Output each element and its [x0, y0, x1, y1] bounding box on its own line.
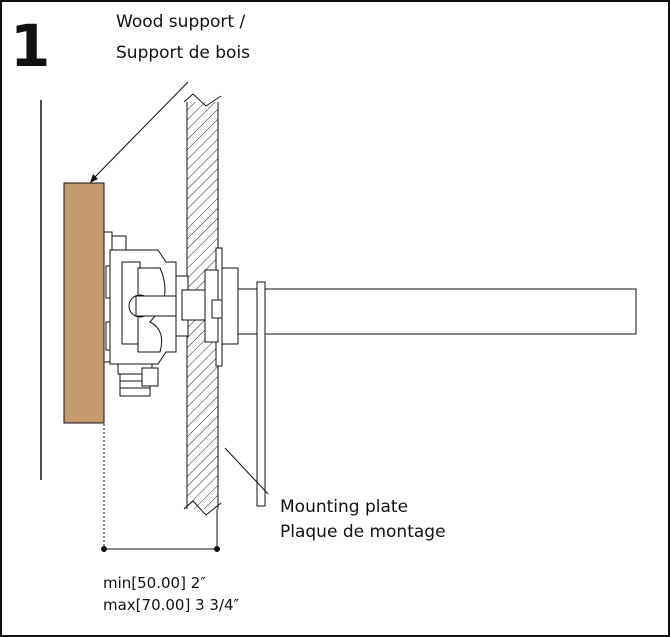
mounting-plate-leader [224, 447, 269, 495]
mounting-plate-label-en: Mounting plate [280, 497, 408, 517]
mounting-plate-label-fr: Plaque de montage [280, 522, 446, 542]
valve-body [103, 231, 213, 397]
dimension-min: min[50.00] 2″ [103, 574, 206, 592]
handle-lever [256, 281, 266, 507]
wood-support-label-en: Wood support / [116, 12, 245, 32]
step-number: 1 [10, 12, 50, 80]
wood-support-block [63, 182, 105, 424]
dimension-line [101, 424, 220, 552]
dimension-max: max[70.00] 3 3/4″ [103, 596, 240, 614]
wood-support-leader [90, 81, 189, 183]
wood-support-label-fr: Support de bois [116, 43, 250, 63]
spout [237, 288, 637, 335]
mounting-plate [204, 247, 239, 367]
